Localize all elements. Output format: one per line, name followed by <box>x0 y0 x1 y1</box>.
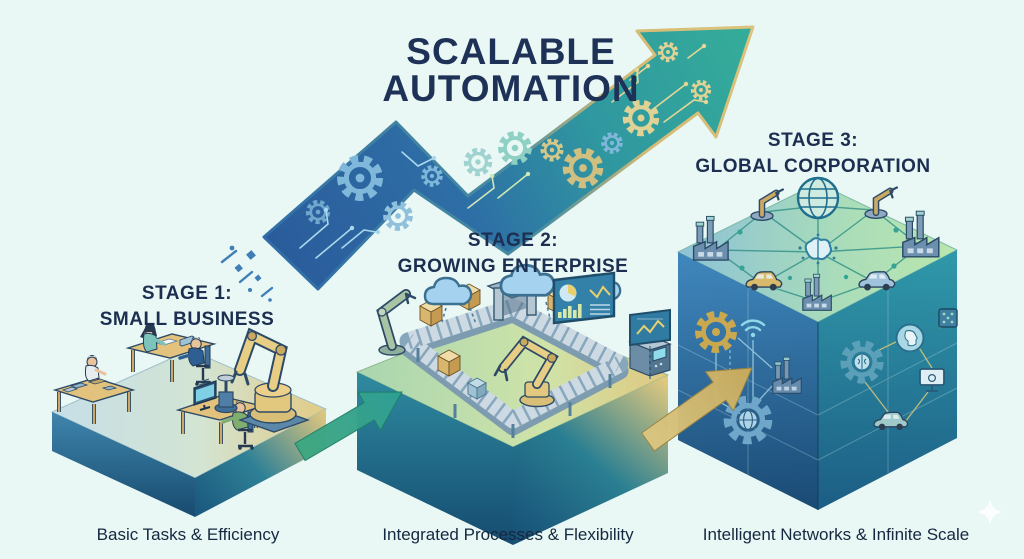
stage3-label-bottom: GLOBAL CORPORATION <box>695 156 930 177</box>
stage2-label-bottom: GROWING ENTERPRISE <box>398 256 629 277</box>
control-terminal-icon <box>628 335 672 377</box>
worker <box>84 355 107 382</box>
dashboard-screen-icon <box>552 271 616 325</box>
stage1-label: STAGE 1: SMALL BUSINESS <box>100 283 275 330</box>
monitor-icon <box>919 368 945 392</box>
stage2-label: STAGE 2: GROWING ENTERPRISE <box>398 230 629 277</box>
package-box-icon <box>467 377 487 400</box>
robot-arm-icon <box>376 289 417 356</box>
stage2-caption: Integrated Processes & Flexibility <box>382 525 634 544</box>
head-profile-icon <box>895 323 925 353</box>
global-network-gear-icon <box>728 400 768 440</box>
gear-brain-icon <box>844 344 879 379</box>
stage3-label-top: STAGE 3: <box>768 130 858 151</box>
package-box-icon <box>437 349 461 377</box>
stage3-caption: Intelligent Networks & Infinite Scale <box>703 525 969 544</box>
worker <box>178 337 211 386</box>
ai-brain-icon <box>798 233 838 265</box>
worker <box>140 323 166 353</box>
lattice-nodes <box>737 227 899 281</box>
chip-icon <box>938 308 958 328</box>
circuit-traces <box>299 43 709 259</box>
stage3-label: STAGE 3: GLOBAL CORPORATION <box>695 130 930 177</box>
stage1-platform <box>50 323 328 517</box>
robot-arm-icon <box>493 335 559 408</box>
stage1-label-bottom: SMALL BUSINESS <box>100 309 275 330</box>
cloud-links <box>441 301 601 325</box>
growth-arrow-icon <box>294 391 403 462</box>
dashboard-screen-icon <box>629 308 671 347</box>
growth-arrow-icon <box>640 367 753 452</box>
piston-icon <box>214 374 238 414</box>
stage2-platform <box>355 263 672 545</box>
globe-icon <box>796 176 840 220</box>
circuit-gear-arrow <box>220 25 755 302</box>
monitor-icon <box>193 378 217 411</box>
cube-right-face-network <box>844 308 958 431</box>
wifi-icon <box>740 319 766 338</box>
workbench <box>52 377 136 424</box>
title-line1: SCALABLE <box>406 31 615 72</box>
stage2-label-top: STAGE 2: <box>468 230 558 251</box>
stage1-caption: Basic Tasks & Efficiency <box>97 525 280 544</box>
page-title: SCALABLE AUTOMATION <box>382 31 639 109</box>
stage3-cube <box>676 176 959 510</box>
pixel-trail <box>220 245 274 302</box>
title-line2: AUTOMATION <box>382 68 639 109</box>
robot-arm-icon <box>214 327 310 433</box>
stage1-label-top: STAGE 1: <box>142 283 232 304</box>
